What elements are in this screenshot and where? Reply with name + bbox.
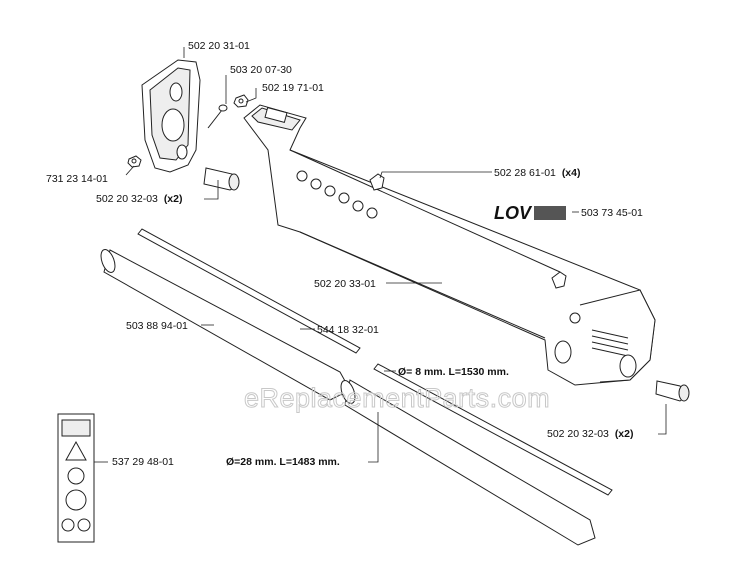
rod-part-lower [373, 363, 613, 496]
tube-part-upper [100, 249, 351, 401]
callout-p8: 502 20 33-01 [314, 278, 376, 290]
part-number: 503 20 07-30 [230, 64, 292, 76]
screw-part [207, 104, 228, 129]
callout-p3: 502 19 71-01 [262, 82, 324, 94]
part-number: 731 23 14-01 [46, 173, 108, 185]
callout-p11: 502 20 32-03 (x2) [547, 428, 634, 440]
part-number: 544 18 32-01 [317, 324, 379, 336]
callout-p6: 502 28 61-01 (x4) [494, 167, 581, 179]
watermark: eReplacementParts.com [244, 383, 550, 413]
brand-decal-part: LOV [494, 203, 566, 223]
leader-line-p4 [125, 165, 135, 176]
callout-p12: 537 29 48-01 [112, 456, 174, 468]
rod-part-upper [137, 228, 361, 354]
callout-p2: 503 20 07-30 [230, 64, 292, 76]
nut-part-upper [233, 94, 249, 108]
clip-part-lower [551, 271, 567, 289]
tube-dimension-label: Ø=28 mm. L=1483 mm. [226, 456, 340, 468]
brand-logo: LOV [494, 203, 533, 223]
callout-p10: 544 18 32-01 [317, 324, 379, 336]
callout-p7: 503 73 45-01 [581, 207, 643, 219]
part-number: 502 19 71-01 [262, 82, 324, 94]
nut-part-lower [127, 155, 142, 168]
callout-p9: 503 88 94-01 [126, 320, 188, 332]
leader-line-tube-dim [368, 412, 379, 463]
handle-bracket-part [141, 59, 201, 173]
rod-dimension-label: Ø= 8 mm. L=1530 mm. [398, 366, 509, 378]
part-number: 502 20 33-01 [314, 278, 376, 290]
callout-p1: 502 20 31-01 [188, 40, 250, 52]
part-number: 502 20 32-03 (x2) [96, 193, 183, 205]
leader-line-p6 [379, 171, 492, 179]
leader-line-p5 [204, 180, 219, 200]
callout-p4: 731 23 14-01 [46, 173, 108, 185]
tube-part-lower [340, 379, 596, 546]
end-cap-part-left [203, 167, 240, 191]
clip-part-upper [369, 173, 385, 191]
part-number: 502 28 61-01 (x4) [494, 167, 581, 179]
leader-line-p3 [245, 88, 257, 103]
leader-line-p11 [658, 404, 667, 435]
main-frame-part [243, 104, 656, 386]
part-number: 502 20 32-03 (x2) [547, 428, 634, 440]
callout-p5: 502 20 32-03 (x2) [96, 193, 183, 205]
part-number: 503 88 94-01 [126, 320, 188, 332]
part-number: 537 29 48-01 [112, 456, 174, 468]
end-cap-part-right [655, 380, 690, 402]
part-number: 503 73 45-01 [581, 207, 643, 219]
warning-label-part [57, 413, 95, 543]
part-number: 502 20 31-01 [188, 40, 250, 52]
